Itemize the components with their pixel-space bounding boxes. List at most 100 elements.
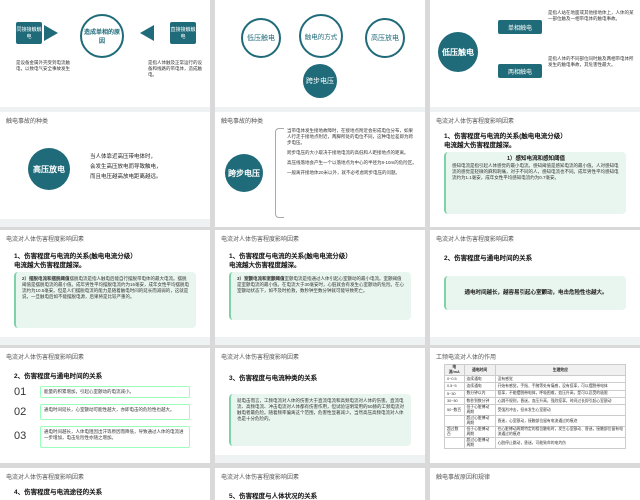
slide-7[interactable]: 电流对人体伤害程度影响因素 1、伤害程度与电流的关系(触电电流分级） 电流越大伤…: [0, 230, 210, 345]
method-circle: 触电的方式: [299, 14, 343, 58]
direct-contact-box: 直接接触触电: [170, 22, 196, 44]
section-heading: 2、伤害程度与通电时间的关系: [444, 255, 533, 262]
panel-text: 摆脱电流是指人触电后能自行摆脱带电体的最大电流。摆脱阈值是摆脱电流的最小值。成年…: [22, 276, 190, 299]
panel-text: 感知电流是指引起人体感觉的最小电流。感知阈值是感知电流的最小值。人对感知电流的感…: [452, 163, 619, 180]
section-heading: 4、伤害程度与电流途径的关系: [14, 489, 103, 496]
two-phase-button[interactable]: 两相触电: [498, 64, 542, 78]
section-heading: 1、伤害程度与电流的关系(触电电流分级）: [14, 253, 137, 260]
slide-11[interactable]: 电流对人体伤害程度影响因素 3、伤害程度与电流种类的关系 就电击而言，工频电流对…: [215, 348, 425, 463]
step-text-4: 一般离开接地体20米以外，就不必考虑跨步电压的问题。: [287, 170, 401, 175]
high-voltage-discharge-circle: 高压放电: [28, 148, 70, 190]
cell: 低于心脏搏动周期: [463, 426, 496, 439]
section-subheading: 电流越大伤害程度越深。: [444, 142, 516, 149]
slide-6[interactable]: 电流对人体伤害程度影响因素 1、伤害程度与电流的关系(触电电流分级） 电流越大伤…: [430, 112, 640, 227]
slide-footer: [215, 107, 425, 115]
cell: 超过心脏搏动周期: [463, 415, 496, 428]
slide-5[interactable]: 触电事故的种类 跨步电压 当带电体发生接地故障时，在接地点附近会形成电位分布，如…: [215, 112, 425, 227]
panel-title: 1）感知电流和感知阈值: [506, 156, 566, 162]
cell: 数分钟以内: [463, 389, 496, 398]
slide-9[interactable]: 电流对人体伤害程度影响因素 2、伤害程度与通电时间的关系 通电时间越长，越容易引…: [430, 230, 640, 345]
cell: 0.5~5: [444, 382, 465, 391]
cell: 昏迷，心室颤动，接触部位留有电流通过的痕迹: [494, 415, 627, 428]
slide-title: 电流对人体伤害程度影响因素: [436, 119, 515, 125]
slide-4[interactable]: 触电事故的种类 高压放电 当人体靠近高压带电体时， 会发生高压放电而导致触电， …: [0, 112, 210, 227]
panel-title: 3）室颤电流和室颤阈值: [237, 276, 285, 281]
cell: 30~50: [444, 396, 465, 406]
section-subheading: 电流越大伤害程度越深。: [229, 262, 301, 269]
cell: 痉挛，不能摆脱带电体，呼吸困难，血压升高，是可以忍受的极限: [494, 389, 627, 398]
slide-title: 电流对人体伤害程度影响因素: [221, 237, 300, 243]
slide-14[interactable]: 电流对人体伤害程度影响因素 5、伤害程度与人体状况的关系: [215, 468, 425, 500]
cell: 在心脏搏动周期特定的相位触电时，发生心室颤动、昏迷，接触部位留有电流通过的痕迹: [494, 426, 627, 439]
slide-8[interactable]: 电流对人体伤害程度影响因素 1、伤害程度与电流的关系(触电电流分级） 电流越大伤…: [215, 230, 425, 345]
cell: 数秒到数分钟: [463, 396, 496, 406]
item-number: 01: [14, 386, 27, 398]
slide-2[interactable]: 低压触电 触电的方式 高压放电 跨步电压: [215, 0, 425, 115]
table-row: 超过心脏搏动周期昏迷，心室颤动，接触部位留有电流通过的痕迹: [444, 415, 627, 428]
cause-circle: 造成单相的原因: [80, 14, 124, 58]
section-heading: 5、伤害程度与人体状况的关系: [229, 493, 318, 500]
slide-10[interactable]: 电流对人体伤害程度影响因素 2、伤害程度与通电时间的关系 01 能量的积累增加，…: [0, 348, 210, 463]
info-panel: 3）室颤电流和室颤阈值室颤电流是指通过人体引起心室颤动的最小电流。室颤阈值是室颤…: [229, 272, 411, 320]
arrow-right-icon: [44, 25, 58, 41]
single-phase-button[interactable]: 单相触电: [498, 20, 542, 34]
cell: 连续通电: [463, 374, 496, 384]
section-heading: 1、伤害程度与电流的关系(触电电流分级）: [444, 133, 567, 140]
section-heading: 2、伤害程度与通电时间的关系: [14, 373, 103, 380]
slide-15[interactable]: 触电事故原因和规律: [430, 468, 640, 500]
slide-3[interactable]: 低压触电 单相触电 两相触电 是指人站在地面或其他接地体上，人体的某一部位触及一…: [430, 0, 640, 115]
slide-title: 电流对人体伤害程度影响因素: [221, 355, 300, 361]
slide-footer: [0, 219, 210, 227]
cell: 开始有感觉，手指、手腕等处有痛感，没有痉挛，可以摆脱带电体: [494, 382, 627, 391]
low-voltage-circle: 低压触电: [241, 18, 281, 58]
step-text-2: 跨步电压的大小取决于接地电流的高低和人距接地点的距离。: [287, 150, 409, 155]
step-voltage-circle: 跨步电压: [303, 64, 337, 98]
step-voltage-texts: 当带电体发生接地故障时，在接地点附近会形成电位分布，如果人行走于接地点附近，两脚…: [287, 128, 417, 176]
panel-text: 就电击而言，工频电流对人体的伤害大于直流电流和高频电流对人体的伤害。直流电流、高…: [237, 398, 405, 421]
table-row: 超过心脏搏动周期心脏停止跳动，昏迷，可能致命的电灼伤: [444, 437, 627, 450]
cell: 没有感觉: [494, 374, 627, 384]
slide-13[interactable]: 电流对人体伤害程度影响因素 4、伤害程度与电流途径的关系: [0, 468, 210, 500]
cell: 心跳不规则，昏迷，血压升高，强烈痉挛，时间过长即引起心室颤动: [494, 396, 627, 406]
step-text-1: 当带电体发生接地故障时，在接地点附近会形成电位分布，如果人行走于接地点附近，两脚…: [287, 128, 413, 145]
discharge-text: 当人体靠近高压带电体时， 会发生高压放电而导致触电， 而且电压越高放电距离越远。: [90, 152, 205, 182]
indirect-text: 是设备金属外壳受到电流触电，以致电气安全事故发生: [16, 60, 70, 71]
info-panel: 通电时间越长，越容易引起心室颤动，电击危险性也越大。: [444, 276, 626, 310]
cell: 0~0.5: [444, 374, 465, 384]
cell: 5~30: [444, 389, 465, 398]
discharge-line-3: 而且电压越高放电距离越远。: [90, 174, 162, 180]
item-text: 能量的积累增加，引起心室颤动的电流减小。: [40, 386, 190, 398]
cell: 连续通电: [463, 382, 496, 391]
slide-footer: [0, 337, 210, 345]
slide-title: 工频电流对人体的作用: [436, 355, 497, 361]
cell: [444, 437, 465, 450]
slide-footer: [215, 455, 425, 463]
info-panel: 1）感知电流和感知阈值 感知电流是指引起人体感觉的最小电流。感知阈值是感知电流的…: [444, 152, 626, 214]
slide-1[interactable]: 同接接触触电 造成单相的原因 直接接触触电 是设备金属外壳受到电流触电，以致电气…: [0, 0, 210, 115]
slide-title: 电流对人体伤害程度影响因素: [6, 237, 85, 243]
slide-footer: [0, 107, 210, 115]
col-header: 通电时间: [463, 364, 496, 376]
section-heading: 1、伤害程度与电流的关系(触电电流分级）: [229, 253, 352, 260]
info-panel: 2）摆脱电流和摆脱阈值摆脱电流是指人触电后能自行摆脱带电体的最大电流。摆脱阈值是…: [14, 272, 196, 328]
section-subheading: 电流越大伤害程度越深。: [14, 262, 86, 269]
item-number: 02: [14, 406, 27, 418]
discharge-line-2: 会发生高压放电而导致触电，: [90, 164, 162, 170]
slide-title: 电流对人体伤害程度影响因素: [436, 237, 515, 243]
high-voltage-circle: 高压放电: [365, 18, 405, 58]
cell: 50~数百: [444, 404, 465, 417]
indirect-contact-box: 同接接触触电: [16, 22, 42, 44]
slide-title: 触电事故的种类: [221, 119, 264, 125]
cell: 超过数百: [444, 426, 465, 439]
slide-title: 电流对人体伤害程度影响因素: [6, 475, 85, 481]
cell: 心脏停止跳动，昏迷，可能致命的电灼伤: [494, 437, 627, 450]
panel-text: 室颤电流是指通过人体引起心室颤动的最小电流。室颤阈值是室颤电流的最小值。在电流大…: [237, 276, 405, 293]
table-row: 50~数百低于心脏搏动周期受强烈冲击，但未发生心室颤动: [444, 404, 627, 417]
info-panel: 就电击而言，工频电流对人体的伤害大于直流电流和高频电流对人体的伤害。直流电流、高…: [229, 394, 411, 446]
step-voltage-circle: 跨步电压: [225, 154, 263, 192]
